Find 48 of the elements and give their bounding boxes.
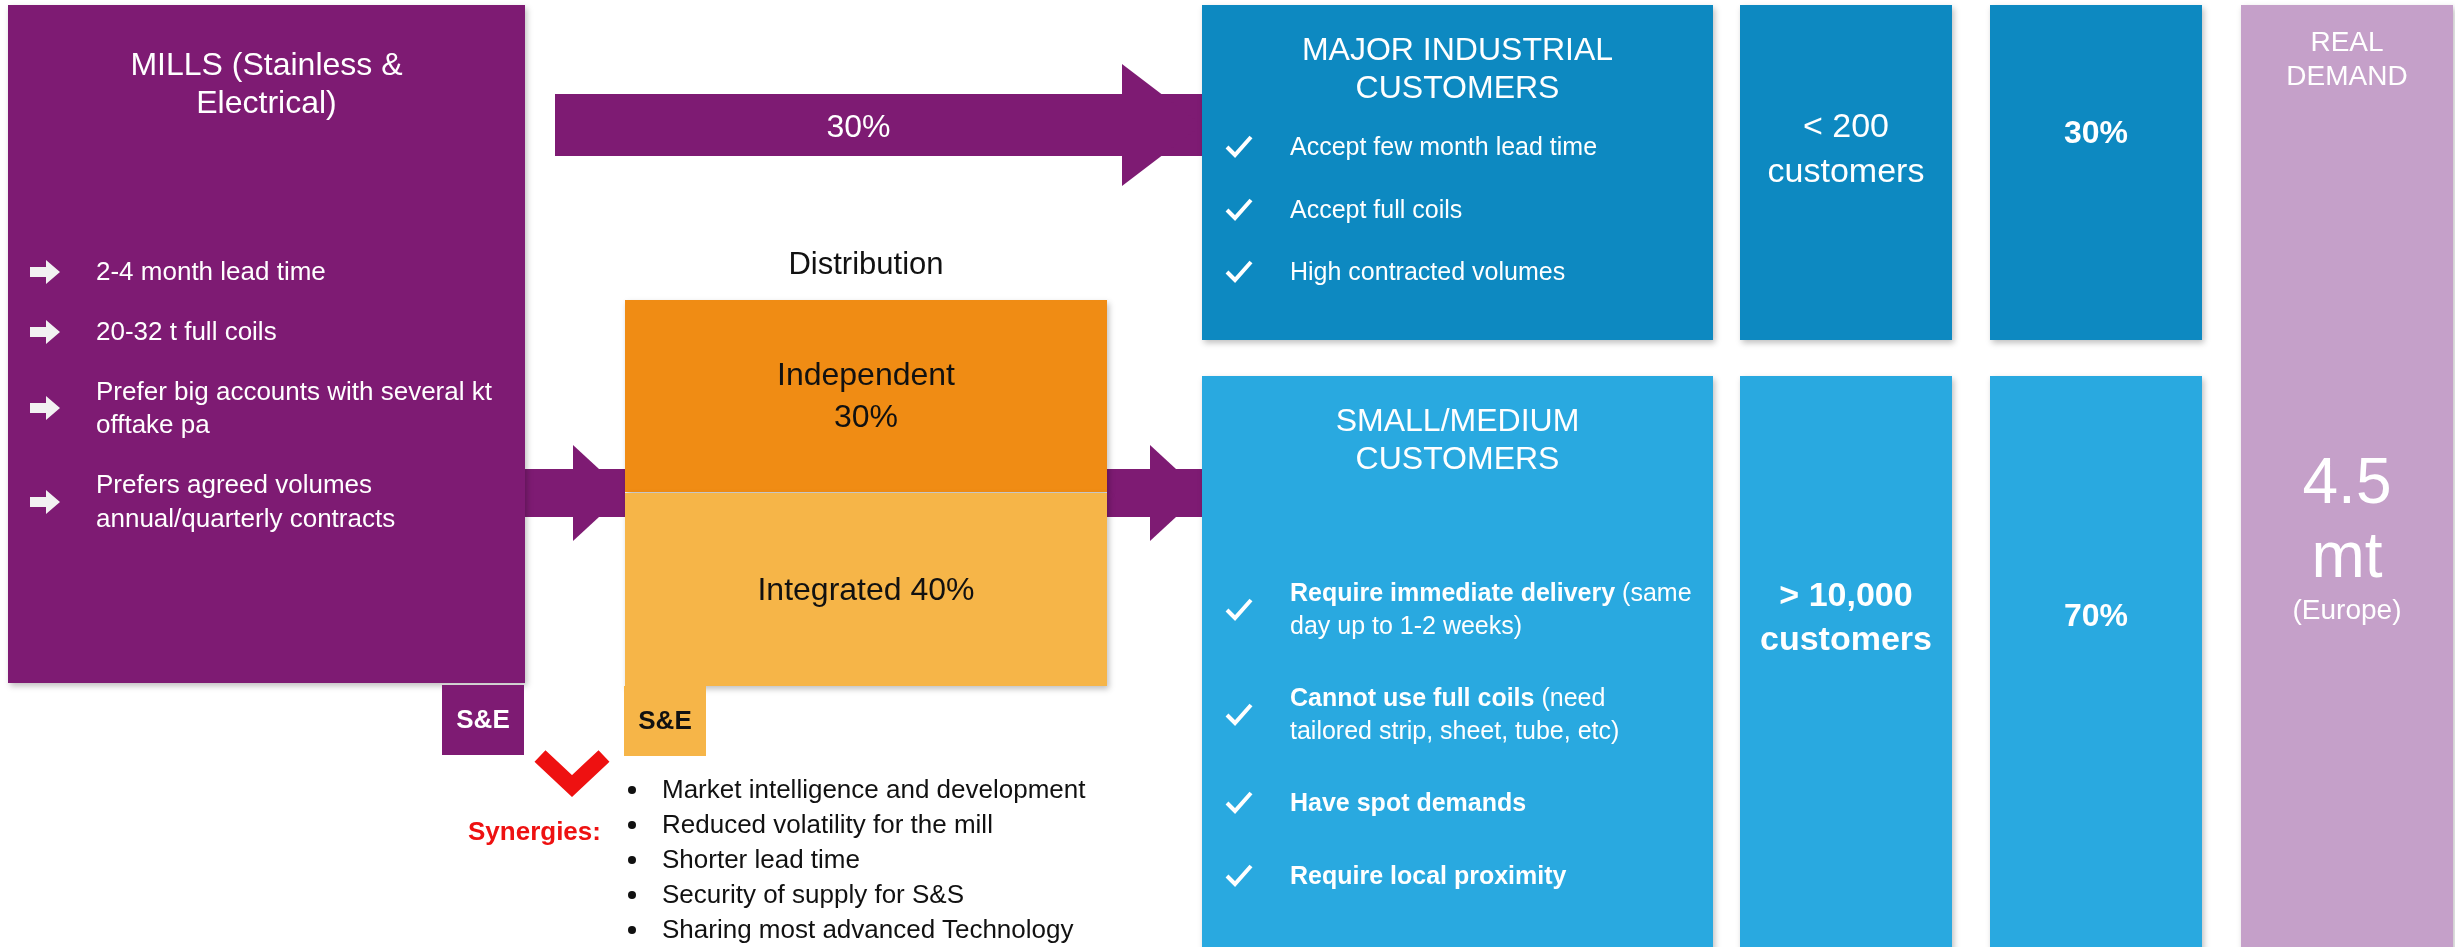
bullet-text: Reduced volatility for the mill (662, 809, 993, 840)
tag-text: S&E (455, 703, 511, 737)
region-text: (Europe) (2292, 593, 2402, 628)
list-item-text: Accept full coils (1290, 193, 1463, 225)
box-heading: SMALL/MEDIUM CUSTOMERS (1334, 401, 1581, 478)
tag-text: S&E (637, 704, 693, 738)
block-arrow (555, 64, 1202, 186)
box-text: 70% (2062, 596, 2129, 636)
customer-segment-box (1202, 376, 1713, 947)
box-text: > 10,000 customers (1759, 573, 1933, 659)
list-item-text: Prefers agreed volumes annual/quarterly contracts (96, 468, 397, 535)
list-item-text: Require immediate delivery (same day up to 1-2 weeks) (1290, 577, 1693, 641)
segment-box (625, 300, 1107, 492)
box-text: Independent 30% (776, 355, 956, 436)
count-box (1740, 5, 1952, 340)
box-heading: MILLS (Stainless & Electrical) (129, 45, 404, 122)
count-box (1740, 376, 1952, 947)
customer-segment-box (1202, 5, 1713, 340)
list-item-text: Cannot use full coils (need tailored strip, sheet, tube, etc) (1290, 682, 1621, 746)
segment-box (625, 493, 1107, 686)
note-heading: Synergies: (468, 816, 601, 847)
tag-box (624, 686, 706, 756)
bullet-text: Shorter lead time (662, 844, 860, 875)
box-text: Integrated 40% (756, 569, 976, 609)
total-demand-box (2241, 5, 2453, 947)
share-box (1990, 5, 2202, 340)
list-item-text: Accept few month lead time (1290, 131, 1598, 162)
block-arrow (525, 445, 625, 541)
box-text: < 200 customers (1766, 105, 1926, 191)
list-item-text: High contracted volumes (1290, 256, 1566, 287)
box-text: 30% (2062, 112, 2129, 152)
mills-box (8, 5, 525, 683)
list-item-text: Have spot demands (1290, 787, 1527, 818)
tag-box (442, 685, 524, 755)
share-box (1990, 376, 2202, 947)
edge-label: 30% (826, 108, 891, 144)
total-value: 4.5 mt (2301, 445, 2393, 593)
block-arrow (1107, 445, 1202, 541)
bullet-text: Sharing most advanced Technology (662, 914, 1074, 945)
box-heading: REAL DEMAND (2285, 25, 2409, 93)
list-item-text: Require local proximity (1290, 859, 1567, 891)
list-item-text: 20-32 t full coils (96, 314, 277, 348)
group-heading: Distribution (787, 245, 945, 283)
list-item-text: 2-4 month lead time (96, 255, 326, 288)
list-item-text: Prefer big accounts with several kt offtake pa (96, 374, 493, 442)
bullet-text: Security of supply for S&S (662, 879, 965, 910)
bullet-text: Market intelligence and development (662, 774, 1086, 805)
box-heading: MAJOR INDUSTRIAL CUSTOMERS (1300, 30, 1615, 107)
